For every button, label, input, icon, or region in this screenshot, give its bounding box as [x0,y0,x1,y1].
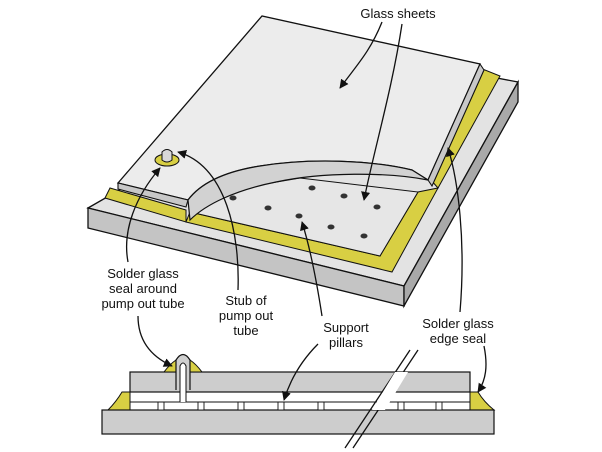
peeled-glass-curl [187,160,429,222]
cross-section [101,349,496,449]
stub-label: Stub of pump out tube [218,293,274,338]
support-pillar [277,401,285,411]
support-pillar [295,213,303,219]
perspective-panel [86,15,520,309]
arrow-solder-seal-section [137,315,173,367]
break-gap [372,372,408,410]
bottom-glass-sheet-right-face [403,79,519,309]
arrow-stub [177,149,239,291]
solder-seal-pump-label: Solder glass seal around pump out tube [101,266,185,311]
support-pillar-dots [229,185,381,239]
support-pillars-label: Support pillars [323,320,369,350]
support-pillar [397,401,405,411]
support-pillar [197,401,205,411]
arrow-glass-sheets-2 [361,23,403,201]
break-mark [344,349,411,449]
support-pillar [264,205,272,211]
arrow-pillars-section [282,343,319,401]
pump-out-stub-top [161,149,173,163]
cross-section-pillars [157,401,443,411]
support-pillar [308,185,316,191]
arrow-solder-seal-top [126,167,161,263]
support-pillar [157,401,165,411]
arrow-pillars-top [300,221,323,317]
solder-edge-seal-band [104,187,187,223]
support-pillar [327,224,335,230]
leader-arrows [126,21,487,401]
cross-section-bottom-pane [101,409,495,435]
support-pillar [435,401,443,411]
arrow-edge-seal-section [477,345,487,393]
cross-section-edge-seal-left [106,391,131,411]
pump-out-tube-hole [179,362,187,402]
edge-seal-label: Solder glass edge seal [422,316,494,346]
cross-section-edge-seal-right [469,391,496,411]
top-glass-sheet-right-face [427,62,485,188]
support-pillar [360,233,368,239]
support-pillar [229,195,237,201]
glass-sheets-label: Glass sheets [360,6,436,21]
arrow-glass-sheets-1 [339,21,383,89]
support-pillar [317,401,325,411]
support-pillar [237,401,245,411]
top-glass-sheet-left-face [117,182,189,208]
support-pillar [373,204,381,210]
arrow-edge-seal-top [446,147,463,313]
support-pillar [340,193,348,199]
